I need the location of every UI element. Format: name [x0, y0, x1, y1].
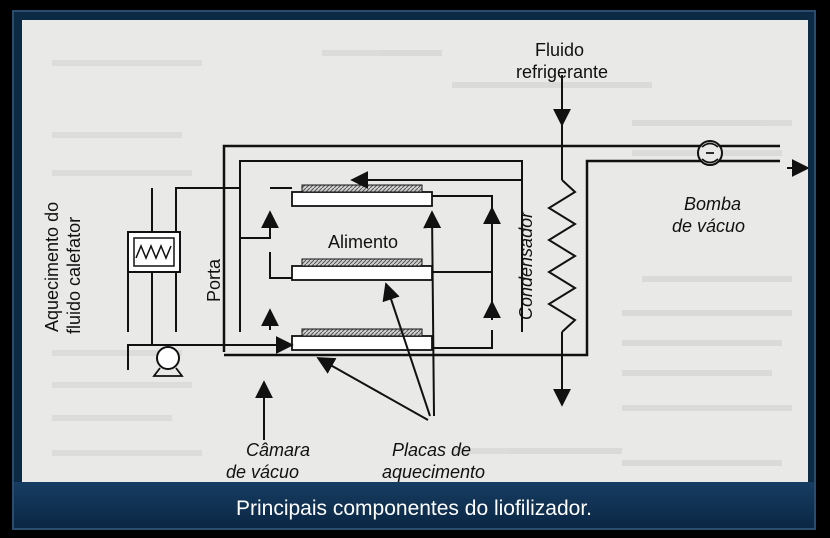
plates-pointer-arrows [316, 210, 442, 421]
vacuum-chamber-outer [222, 144, 780, 352]
heating-plate-top [291, 184, 433, 207]
pump-label-line2: de vácuo [672, 216, 745, 236]
heating-fluid-loop [127, 171, 522, 370]
chamber-label-line1: Câmara [246, 440, 310, 460]
vacuum-pump-icon [697, 140, 723, 166]
plates-label-line2: aquecimento [382, 462, 485, 482]
food-label: Alimento [328, 232, 398, 252]
coolant-label-line1: Fluido [535, 40, 584, 60]
diagram-scan: Fluido refrigerante Bomba de vácuo Conde… [22, 20, 808, 482]
plates-label-line1: Placas de [392, 440, 471, 460]
chamber-label-line2: de vácuo [226, 462, 299, 482]
coolant-label-line2: refrigerante [516, 62, 608, 82]
slide-frame: Fluido refrigerante Bomba de vácuo Conde… [12, 10, 816, 530]
condenser-coil [547, 179, 577, 333]
door-label: Porta [204, 258, 224, 302]
heater-label-line1: Aquecimento do [42, 202, 62, 332]
heater-coil-icon [127, 231, 181, 273]
heater-label-line2: fluido calefator [64, 217, 84, 334]
vacuum-chamber-right-wall [224, 159, 780, 357]
condenser-label: Condensador [516, 211, 536, 320]
vacuum-chamber-inner [239, 160, 523, 332]
circulation-pump-icon [152, 346, 184, 377]
freeze-dryer-diagram: Fluido refrigerante Bomba de vácuo Conde… [42, 40, 808, 482]
heating-plate-middle [291, 258, 433, 281]
heating-plate-bottom [291, 328, 433, 351]
figure-caption: Principais componentes do liofilizador. [235, 497, 593, 520]
pump-label-line1: Bomba [684, 194, 741, 214]
caption-bar [14, 482, 814, 528]
